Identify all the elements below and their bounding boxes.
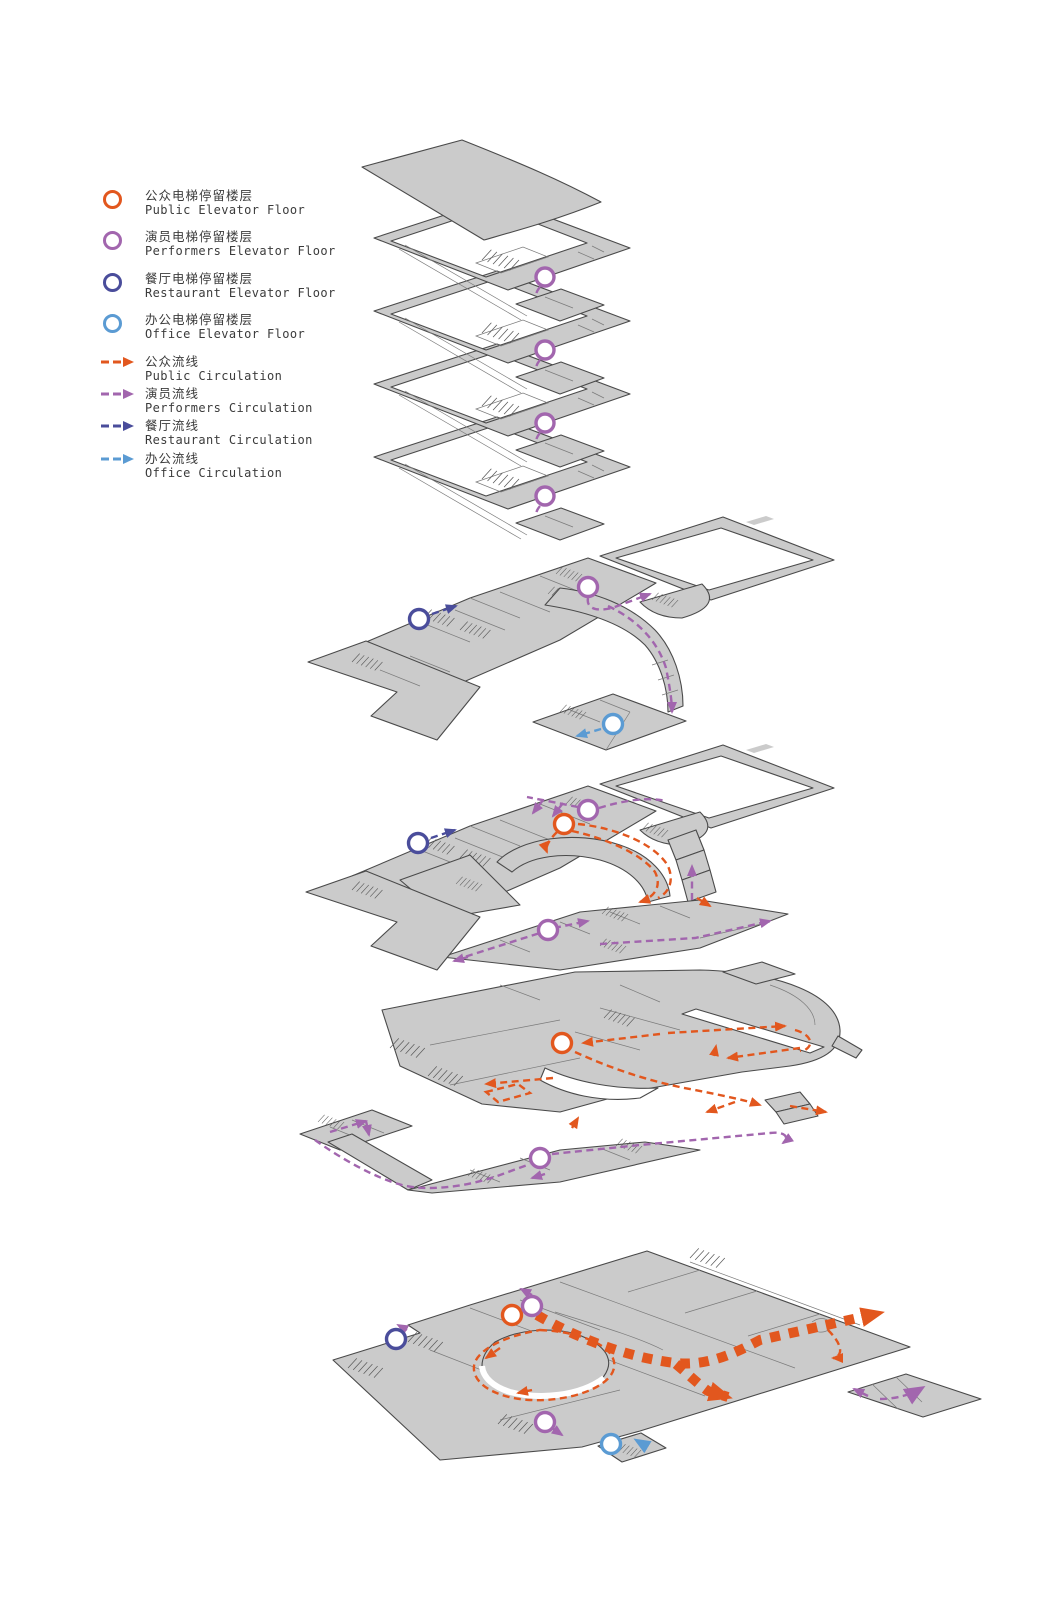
upper-left-plate — [307, 640, 481, 741]
legend-label-zh: 餐厅电梯停留楼层 — [145, 270, 254, 286]
lower-floor — [299, 961, 863, 1194]
public-hook-path — [827, 1329, 844, 1363]
restaurant-elevator-stop — [384, 1327, 408, 1351]
legend-label-zh: 公众流线 — [145, 353, 200, 369]
public-main-entry-path — [534, 1307, 885, 1369]
legend-label-zh: 公众电梯停留楼层 — [145, 188, 254, 203]
legend-label-zh: 餐厅流线 — [145, 418, 200, 434]
performers-path-bottom — [599, 918, 772, 946]
legend-label-en: Public Circulation — [145, 368, 283, 383]
legend-label-en: Public Elevator Floor — [145, 203, 306, 217]
performers-path-right — [879, 1385, 926, 1405]
performers-leg-plate — [327, 1133, 433, 1191]
dashed-arrow-swatch — [101, 453, 134, 464]
performers-elevator-stop — [533, 1410, 557, 1434]
office-circulation-arrow-icon — [100, 451, 134, 465]
legend-label-en: Restaurant Elevator Floor — [145, 285, 336, 300]
performers-elevator-stop — [536, 918, 560, 942]
performers-wing-plate — [299, 1109, 413, 1151]
public-circulation-arrow-icon — [100, 354, 134, 368]
performers-circulation-arrow-icon — [100, 386, 134, 400]
public-loop-stage — [794, 1028, 812, 1053]
dashed-arrow-swatch — [101, 388, 134, 399]
roof-plate — [361, 139, 602, 241]
performers-elevator-stop — [528, 1146, 552, 1170]
public-elevator-stop — [500, 1303, 524, 1327]
performers-elevator-stop — [520, 1294, 544, 1318]
public-elevator-stop — [552, 812, 576, 836]
legend-label-en: Restaurant Circulation — [145, 433, 313, 448]
performers-path-east — [551, 1131, 795, 1156]
courtyard-ring — [599, 744, 835, 829]
legend-label-en: Performers Circulation — [145, 400, 313, 415]
mid-bottom-strip — [441, 899, 789, 971]
courtyard-ring — [599, 516, 835, 601]
circle-swatch — [103, 314, 122, 334]
legend-label-zh: 办公电梯停留楼层 — [145, 312, 254, 328]
performers-elevator-stop — [576, 575, 600, 599]
circle-swatch — [103, 272, 122, 292]
side-stub-plate — [722, 961, 796, 985]
public-path-to-elevator — [581, 1032, 661, 1047]
office-elevator-stop — [599, 1432, 623, 1456]
dashed-arrow-swatch — [101, 356, 134, 367]
performers-elevator-stop — [576, 798, 600, 822]
performers-long-path — [314, 1139, 531, 1190]
restaurant-elevator-stop — [407, 607, 431, 631]
performers-ramp-path — [607, 604, 677, 714]
performers-strip-plate — [407, 1141, 701, 1194]
mid-left-plate — [305, 870, 481, 971]
ground-floor — [332, 1248, 982, 1463]
legend-label-en: Office Circulation — [145, 465, 283, 480]
mid-floor — [305, 744, 835, 971]
fan-terrace — [639, 583, 711, 619]
public-elevator-stop — [550, 1031, 574, 1055]
public-path-descending — [574, 1050, 762, 1107]
restaurant-circulation-arrow-icon — [100, 418, 134, 432]
legend-label-zh: 办公流线 — [145, 450, 200, 466]
restaurant-elevator-stop — [406, 831, 430, 855]
office-elevator-stop-icon — [100, 312, 134, 334]
restaurant-elevator-stop-icon — [100, 271, 134, 292]
legend-label-zh: 演员电梯停留楼层 — [145, 229, 254, 245]
upper-floor — [307, 516, 835, 751]
tail-strip — [831, 1035, 863, 1059]
circle-swatch — [103, 231, 122, 251]
office-elevator-stop — [601, 712, 625, 736]
legend-label-zh: 演员流线 — [145, 385, 200, 401]
legend-label-en: Performers Elevator Floor — [145, 244, 336, 259]
lower-floor-cut — [539, 1067, 659, 1100]
dashed-arrow-swatch — [101, 421, 134, 432]
circle-swatch — [103, 190, 122, 209]
performers-elevator-stop-icon — [100, 229, 134, 251]
ground-floor-plate — [332, 1250, 911, 1461]
public-loop-mid — [571, 829, 659, 904]
public-elevator-stop-icon — [100, 188, 134, 209]
stage-slot — [681, 1008, 825, 1054]
legend-label-en: Office Elevator Floor — [145, 327, 306, 342]
